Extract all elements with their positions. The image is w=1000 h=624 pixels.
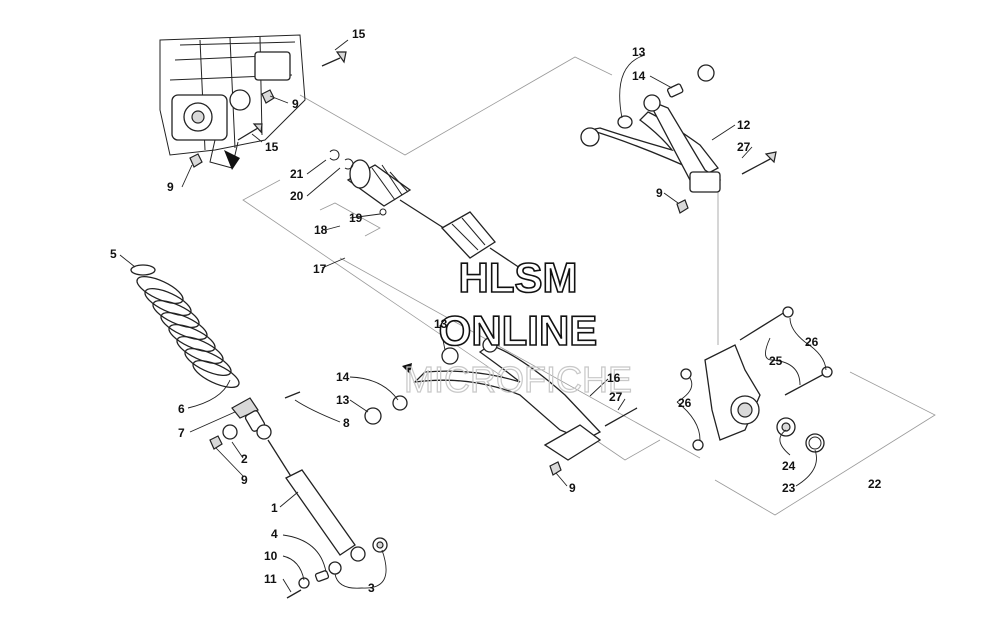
callout-27-upper: 27: [737, 140, 751, 154]
callout-14-lower: 14: [336, 370, 350, 384]
callout-26-left: 26: [678, 396, 692, 410]
indicator-arrow-icon-2: [402, 363, 412, 374]
watermark: MICROFICHE HLSM ONLINE: [403, 253, 632, 400]
callout-9-engine-lower: 9: [167, 180, 174, 194]
indicator-arrow-icon: [224, 150, 240, 170]
callout-23: 23: [782, 481, 796, 495]
engine-block: [159, 34, 306, 170]
callout-9-upper-arm: 9: [656, 186, 663, 200]
callout-2: 2: [241, 452, 248, 466]
callout-20: 20: [290, 189, 304, 203]
callout-14-upper: 14: [632, 69, 646, 83]
leader-lines: [119, 39, 827, 593]
callout-25: 25: [769, 354, 783, 368]
coil-spring: [130, 264, 259, 419]
callout-13-lower-top: 13: [434, 317, 448, 331]
callout-3: 3: [368, 581, 375, 595]
lower-a-arm: [364, 337, 638, 476]
callout-12: 12: [737, 118, 751, 132]
callout-9-shock: 9: [241, 473, 248, 487]
callout-8: 8: [343, 416, 350, 430]
assembly-frame-lines: [242, 56, 936, 516]
callout-26-right: 26: [805, 335, 819, 349]
callout-18: 18: [314, 223, 328, 237]
callout-15-lower: 15: [265, 140, 279, 154]
callout-19: 19: [349, 211, 363, 225]
callout-22: 22: [868, 477, 882, 491]
callout-24: 24: [782, 459, 796, 473]
callout-7: 7: [178, 426, 185, 440]
steering-knuckle: [680, 306, 833, 453]
callout-1: 1: [271, 501, 278, 515]
callout-9-lower-arm: 9: [569, 481, 576, 495]
callout-13-lower: 13: [336, 393, 350, 407]
callout-labels: 15 9 15 9 21 20 19 18 17 13 14 12 27 9 5…: [110, 27, 882, 595]
upper-a-arm: [580, 64, 777, 214]
callout-9-engine-upper: 9: [292, 97, 299, 111]
watermark-line2: ONLINE: [439, 307, 598, 354]
callout-13-upper: 13: [632, 45, 646, 59]
drive-axle: [329, 149, 521, 269]
callout-10: 10: [264, 549, 278, 563]
shock-absorber: [209, 391, 388, 599]
watermark-line1: HLSM: [459, 254, 578, 301]
callout-6: 6: [178, 402, 185, 416]
callout-17: 17: [313, 262, 327, 276]
watermark-line3: MICROFICHE: [404, 359, 632, 400]
callout-11: 11: [264, 572, 277, 586]
callout-5: 5: [110, 247, 117, 261]
callout-21: 21: [290, 167, 304, 181]
callout-27-lower: 27: [609, 390, 623, 404]
callout-16: 16: [607, 371, 621, 385]
engine-hardware: [189, 51, 347, 168]
callout-15-top: 15: [352, 27, 366, 41]
callout-4: 4: [271, 527, 278, 541]
